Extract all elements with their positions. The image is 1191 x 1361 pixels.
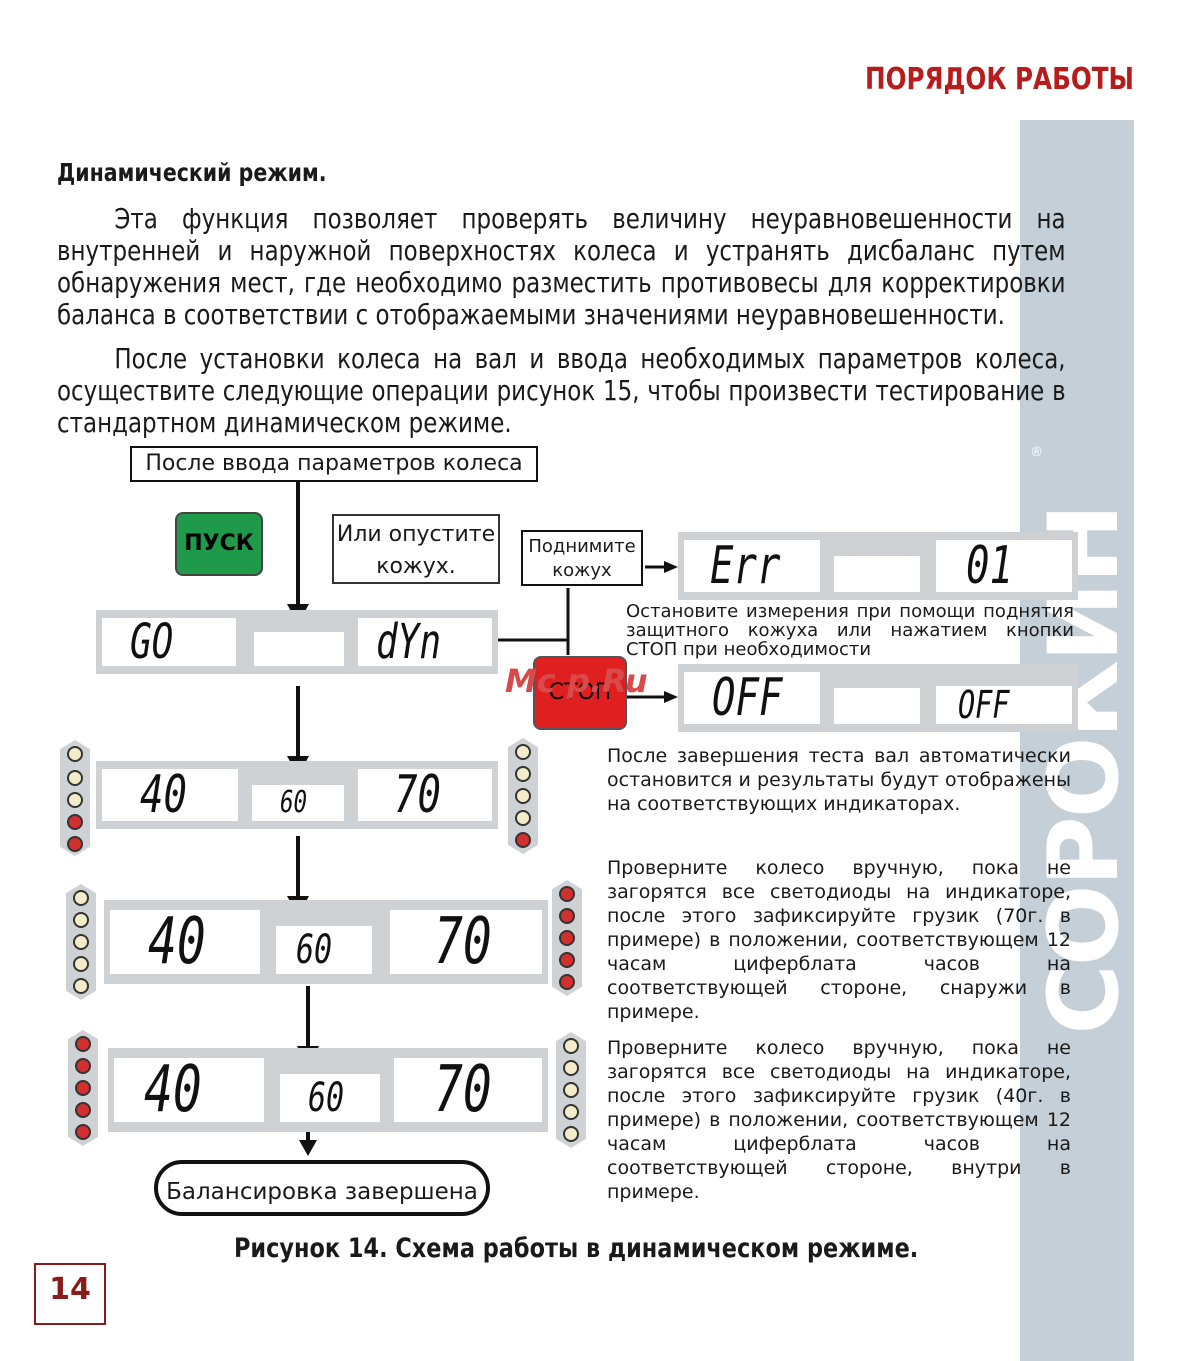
display-off-right-text: OFF — [958, 686, 1010, 724]
display-go-left-text: GO — [130, 618, 174, 666]
led-red — [75, 1080, 91, 1096]
display-result-3: 40 60 70 — [108, 1048, 548, 1132]
paragraph-1-text: Эта функция позволяет проверять величину… — [57, 202, 1066, 331]
led-red — [559, 952, 575, 968]
led-off — [563, 1038, 579, 1054]
side-band-top — [1020, 0, 1134, 120]
note-after-test: После завершения теста вал автоматически… — [607, 745, 1071, 815]
display-err: Err 01 — [678, 532, 1078, 600]
start-box: После ввода параметров колеса — [130, 446, 538, 482]
display-go-right-text: dYn — [376, 618, 442, 666]
note-rotate-outer: Проверните колесо вручную, пока не загор… — [607, 857, 1071, 1023]
led-off — [67, 770, 83, 786]
led-column-r2-left — [66, 884, 96, 1000]
note-stop: Остановите измерения при помощи поднятия… — [626, 601, 1074, 660]
led-red — [75, 1036, 91, 1052]
display-r3-right-text: 70 — [434, 1058, 492, 1122]
watermark: Mc p.Ru — [505, 662, 648, 700]
led-off — [563, 1082, 579, 1098]
led-column-r3-right — [556, 1032, 586, 1148]
stop-button[interactable]: СТОП — [533, 656, 627, 730]
raise-cover-box: Поднимите кожух — [521, 530, 643, 586]
display-off: OFF OFF — [678, 664, 1078, 732]
led-off — [73, 912, 89, 928]
led-red — [75, 1124, 91, 1140]
display-r3-mid-text: 60 — [308, 1075, 345, 1121]
page-number: 14 — [49, 1272, 91, 1307]
display-r2-mid-text: 60 — [296, 927, 333, 973]
paragraph-2: После установки колеса на вал и ввода не… — [57, 343, 1066, 439]
section-title: ПОРЯДОК РАБОТЫ — [865, 62, 1134, 97]
display-off-left-text: OFF — [712, 672, 783, 724]
led-off — [515, 744, 531, 760]
heading: Динамический режим. — [57, 158, 327, 187]
display-go-mid — [254, 632, 344, 666]
paragraph-1: Эта функция позволяет проверять величину… — [57, 203, 1066, 331]
display-r2-left-text: 40 — [148, 910, 206, 974]
led-off — [67, 746, 83, 762]
led-off — [563, 1126, 579, 1142]
led-off — [563, 1060, 579, 1076]
display-result-2: 40 60 70 — [104, 900, 548, 984]
led-red — [67, 836, 83, 852]
display-go-dyn: GO dYn — [96, 610, 498, 674]
led-off — [563, 1104, 579, 1120]
led-red — [67, 814, 83, 830]
led-column-r3-left — [68, 1030, 98, 1146]
display-result-1: 40 60 70 — [96, 761, 498, 829]
led-red — [75, 1058, 91, 1074]
led-red — [559, 886, 575, 902]
led-off — [515, 788, 531, 804]
led-column-r1-left — [60, 740, 90, 856]
display-err-left-text: Err — [710, 540, 781, 592]
display-go-right: dYn — [358, 618, 492, 666]
or-lower-cover-box: Или опустите кожух. — [332, 514, 500, 584]
led-off — [73, 934, 89, 950]
display-r2-right-text: 70 — [434, 910, 492, 974]
display-r3-left-text: 40 — [144, 1058, 202, 1122]
led-red — [559, 930, 575, 946]
registered-mark: ® — [1030, 445, 1043, 460]
led-off — [73, 956, 89, 972]
led-red — [515, 832, 531, 848]
note-rotate-inner: Проверните колесо вручную, пока не загор… — [607, 1037, 1071, 1203]
figure-caption: Рисунок 14. Схема работы в динамическом … — [234, 1233, 919, 1264]
led-column-r2-right — [552, 880, 582, 996]
led-off — [515, 810, 531, 826]
led-off — [73, 978, 89, 994]
display-r1-left-text: 40 — [140, 769, 187, 821]
display-go-left: GO — [102, 618, 236, 666]
led-red — [559, 974, 575, 990]
display-r1-right-text: 70 — [394, 769, 441, 821]
page-number-frame — [34, 1263, 106, 1325]
display-r1-mid-text: 60 — [280, 785, 308, 820]
led-off — [73, 890, 89, 906]
led-red — [75, 1102, 91, 1118]
start-button[interactable]: ПУСК — [175, 512, 263, 576]
led-column-r1-right — [508, 738, 538, 854]
paragraph-2-text: После установки колеса на вал и ввода не… — [57, 342, 1066, 439]
brand-slogan: ИНСТРУМЕНТ С ИМЕНЕМ — [1140, 603, 1165, 937]
led-red — [559, 908, 575, 924]
end-box: Балансировка завершена — [154, 1160, 490, 1216]
display-err-right-text: 01 — [966, 540, 1013, 592]
led-off — [67, 792, 83, 808]
led-off — [515, 766, 531, 782]
